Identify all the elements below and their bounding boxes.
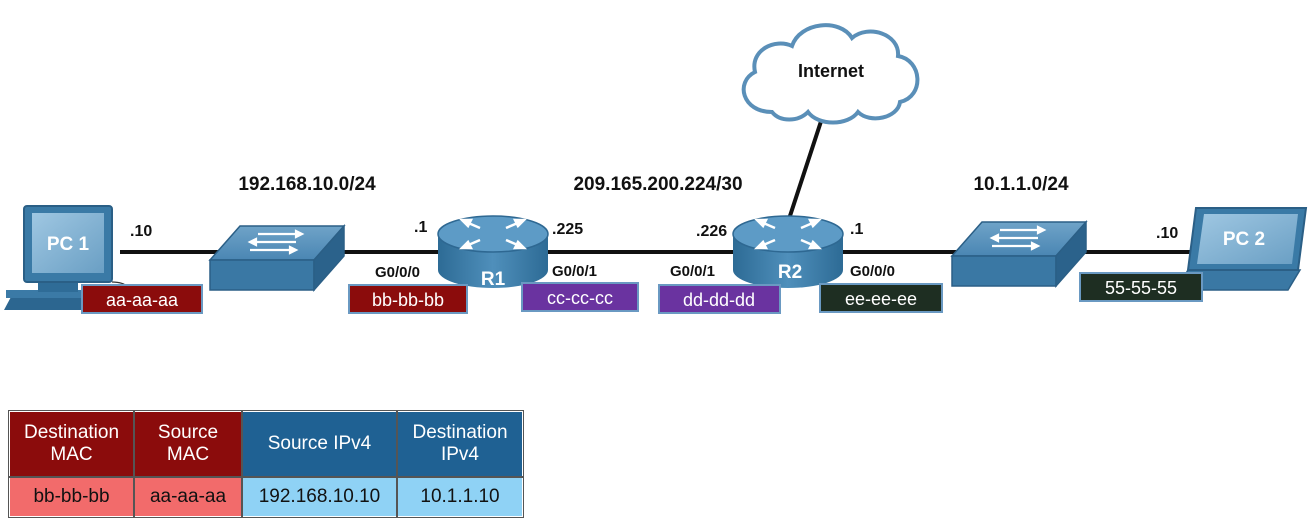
internet-cloud-icon [741, 23, 920, 125]
host-id-r1-g000: .1 [414, 219, 427, 236]
mac-text-r1-g001: cc-cc-cc [547, 288, 613, 308]
mac-text-r1-g000: bb-bb-bb [372, 290, 444, 310]
network-label-lan1: 192.168.10.0/24 [238, 174, 376, 195]
internet-label: Internet [798, 61, 864, 81]
r1-router-icon [437, 215, 549, 288]
interface-label-r1-right: G0/0/1 [552, 263, 597, 280]
host-id-pc1: .10 [130, 223, 152, 240]
interface-label-r1-left: G0/0/0 [375, 264, 420, 281]
header-source-mac: Source MAC [133, 410, 243, 478]
header-destination-ipv4: Destination IPv4 [396, 410, 524, 478]
mac-text-pc2: 55-55-55 [1105, 278, 1177, 298]
mac-box-pc1: aa-aa-aa [81, 284, 203, 314]
value-destination-ipv4: 10.1.1.10 [396, 476, 524, 518]
host-id-r1-g001: .225 [552, 221, 583, 238]
pc1-desktop-icon [4, 205, 128, 310]
mac-box-r2-g001: dd-dd-dd [658, 284, 781, 314]
mac-text-pc1: aa-aa-aa [106, 290, 179, 310]
mac-box-r1-g001: cc-cc-cc [521, 282, 639, 312]
header-destination-mac: Destination MAC [8, 410, 135, 478]
mac-box-pc2: 55-55-55 [1079, 272, 1203, 302]
host-id-pc2: .10 [1156, 225, 1178, 242]
interface-label-r2-right: G0/0/0 [850, 263, 895, 280]
switch2-icon [950, 220, 1088, 288]
interface-label-r2-left: G0/0/1 [670, 263, 715, 280]
mac-text-r2-g000: ee-ee-ee [845, 289, 917, 309]
pc1-label: PC 1 [47, 234, 90, 255]
value-source-mac: aa-aa-aa [133, 476, 243, 518]
mac-box-r2-g000: ee-ee-ee [819, 283, 943, 313]
value-source-ipv4: 192.168.10.10 [241, 476, 398, 518]
frame-header-table: Destination MAC Source MAC Source IPv4 D… [8, 410, 524, 518]
host-id-r2-g001: .226 [696, 223, 727, 240]
switch1-icon [208, 224, 346, 292]
mac-box-r1-g000: bb-bb-bb [348, 284, 468, 314]
r2-router-icon [732, 215, 844, 288]
pc2-label: PC 2 [1223, 229, 1265, 250]
network-label-lan2: 10.1.1.0/24 [973, 174, 1069, 195]
pc2-laptop-icon [1174, 207, 1308, 291]
frame-header-row: Destination MAC Source MAC Source IPv4 D… [8, 410, 524, 478]
r2-label: R2 [778, 262, 802, 283]
frame-value-row: bb-bb-bb aa-aa-aa 192.168.10.10 10.1.1.1… [8, 476, 524, 518]
network-label-wan: 209.165.200.224/30 [573, 174, 742, 195]
header-source-ipv4: Source IPv4 [241, 410, 398, 478]
r1-label: R1 [481, 269, 506, 290]
value-destination-mac: bb-bb-bb [8, 476, 135, 518]
mac-text-r2-g001: dd-dd-dd [683, 290, 755, 310]
host-id-r2-g000: .1 [850, 221, 863, 238]
